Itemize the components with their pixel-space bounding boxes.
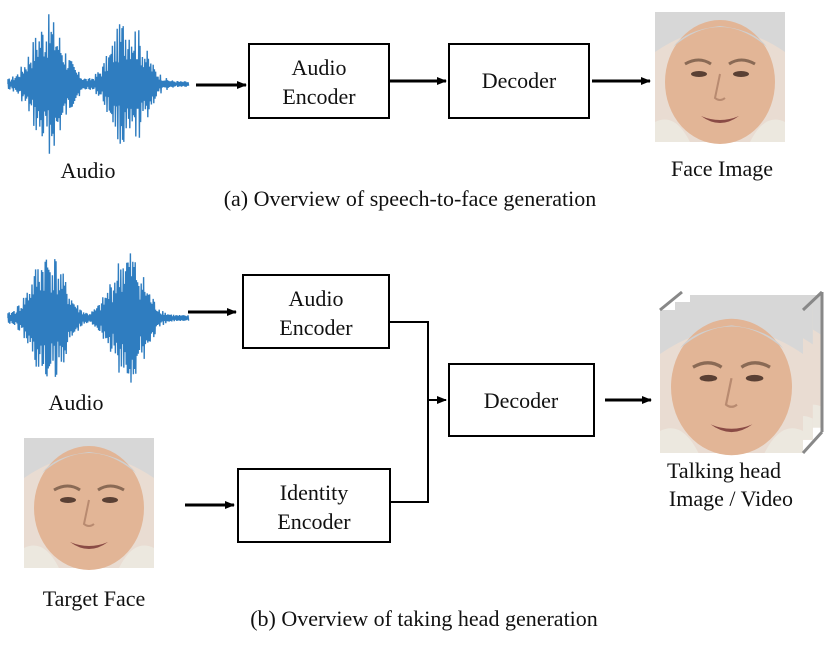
waveform-trace xyxy=(7,253,190,383)
talking-head-label-line1: Talking head xyxy=(667,458,781,483)
audio-waveform xyxy=(7,253,190,383)
caption-b: (b) Overview of taking head generation xyxy=(250,606,598,631)
audio-label: Audio xyxy=(61,158,116,183)
waveform-trace xyxy=(7,14,190,154)
merge-connector xyxy=(390,321,429,503)
talking-head-label-line2: Image / Video xyxy=(669,486,793,511)
target-face-label: Target Face xyxy=(43,586,146,611)
audio-encoder-box: Audio Encoder xyxy=(248,43,390,119)
decoder-box: Decoder xyxy=(448,363,595,437)
audio-encoder-line1: Audio xyxy=(292,55,347,80)
decoder-label: Decoder xyxy=(482,68,557,93)
identity-encoder-line1: Identity xyxy=(280,480,348,505)
decoder-label: Decoder xyxy=(484,388,559,413)
talking-head-video-stack xyxy=(658,290,825,457)
face-image-label: Face Image xyxy=(671,156,773,181)
identity-encoder-box: Identity Encoder xyxy=(237,468,391,543)
audio-encoder-line2: Encoder xyxy=(282,84,356,109)
audio-label: Audio xyxy=(49,390,104,415)
caption-a: (a) Overview of speech-to-face generatio… xyxy=(224,186,597,211)
audio-encoder-box: Audio Encoder xyxy=(242,274,390,349)
identity-encoder-line2: Encoder xyxy=(277,509,351,534)
decoder-box: Decoder xyxy=(448,43,590,119)
audio-encoder-line1: Audio xyxy=(289,286,344,311)
audio-encoder-line2: Encoder xyxy=(279,315,353,340)
audio-waveform xyxy=(7,14,190,154)
target-face-image xyxy=(22,436,156,572)
generated-face-image xyxy=(653,10,787,146)
